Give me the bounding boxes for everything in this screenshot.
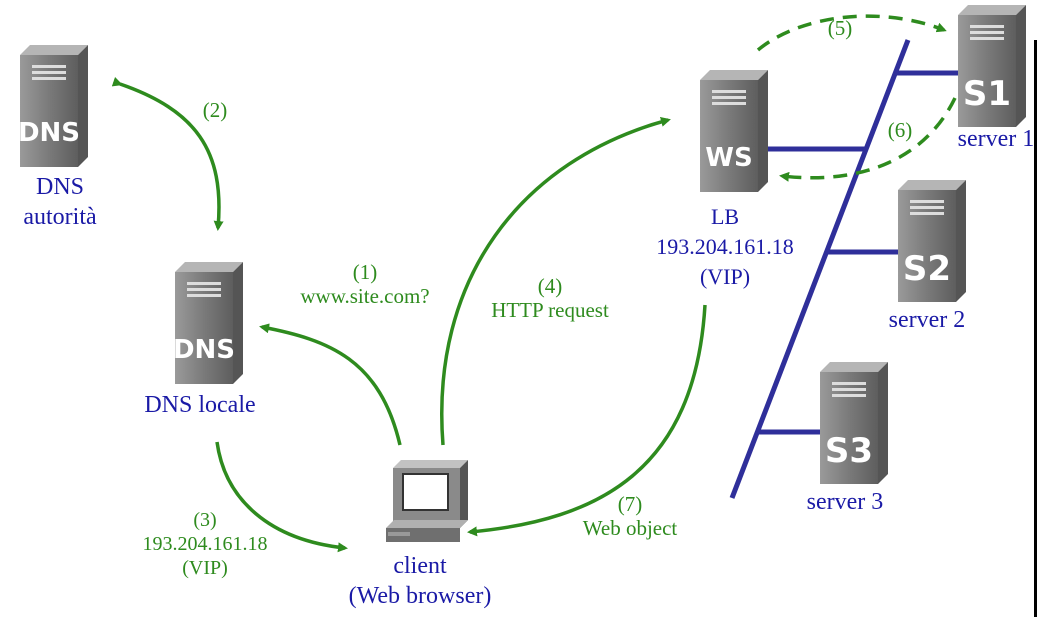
arrow-step1: [259, 323, 402, 446]
s2-tag: S2: [903, 249, 951, 289]
dns-locale-label: DNS locale: [144, 392, 256, 418]
s3-tag: S3: [825, 431, 873, 471]
ws-tag: WS: [705, 143, 752, 173]
arrow-step6: [779, 97, 957, 182]
s1-tag: S1: [963, 74, 1011, 114]
arrow-step2: [111, 76, 224, 231]
arrow-step7: [467, 304, 707, 537]
server-icon-dns-autorita: DNS: [18, 45, 88, 167]
arrow-step3: [215, 441, 348, 553]
arrow-step5: [756, 14, 947, 52]
server1-label: server 1: [957, 126, 1035, 152]
server-icon-s2: S2: [898, 180, 966, 302]
step2-number: (2): [202, 98, 228, 122]
server3-label: server 3: [806, 489, 884, 515]
step5-number: (5): [827, 16, 853, 40]
server-icon-s3: S3: [820, 362, 888, 484]
arrow-step4: [440, 117, 671, 446]
client-label: client(Web browser): [348, 553, 492, 609]
step4-label: (4)HTTP request: [491, 274, 609, 322]
server-icon-ws: WS: [700, 70, 768, 192]
cut-off-title: [260, 0, 780, 4]
server2-label: server 2: [888, 307, 966, 333]
server-icon-s1: S1: [958, 5, 1026, 127]
step3-label: (3)193.204.161.18(VIP): [142, 509, 268, 579]
dns-local-tag: DNS: [173, 335, 235, 365]
step7-label: (7)Web object: [582, 492, 678, 540]
step6-number: (6): [887, 118, 913, 142]
network-bus: [729, 39, 958, 499]
step1-label: (1)www.site.com?: [300, 260, 430, 308]
server-icon-dns-locale: DNS: [173, 262, 243, 384]
computer-icon-client: [386, 460, 468, 542]
dns-auth-tag: DNS: [18, 118, 80, 148]
slide-border: [1034, 40, 1037, 617]
